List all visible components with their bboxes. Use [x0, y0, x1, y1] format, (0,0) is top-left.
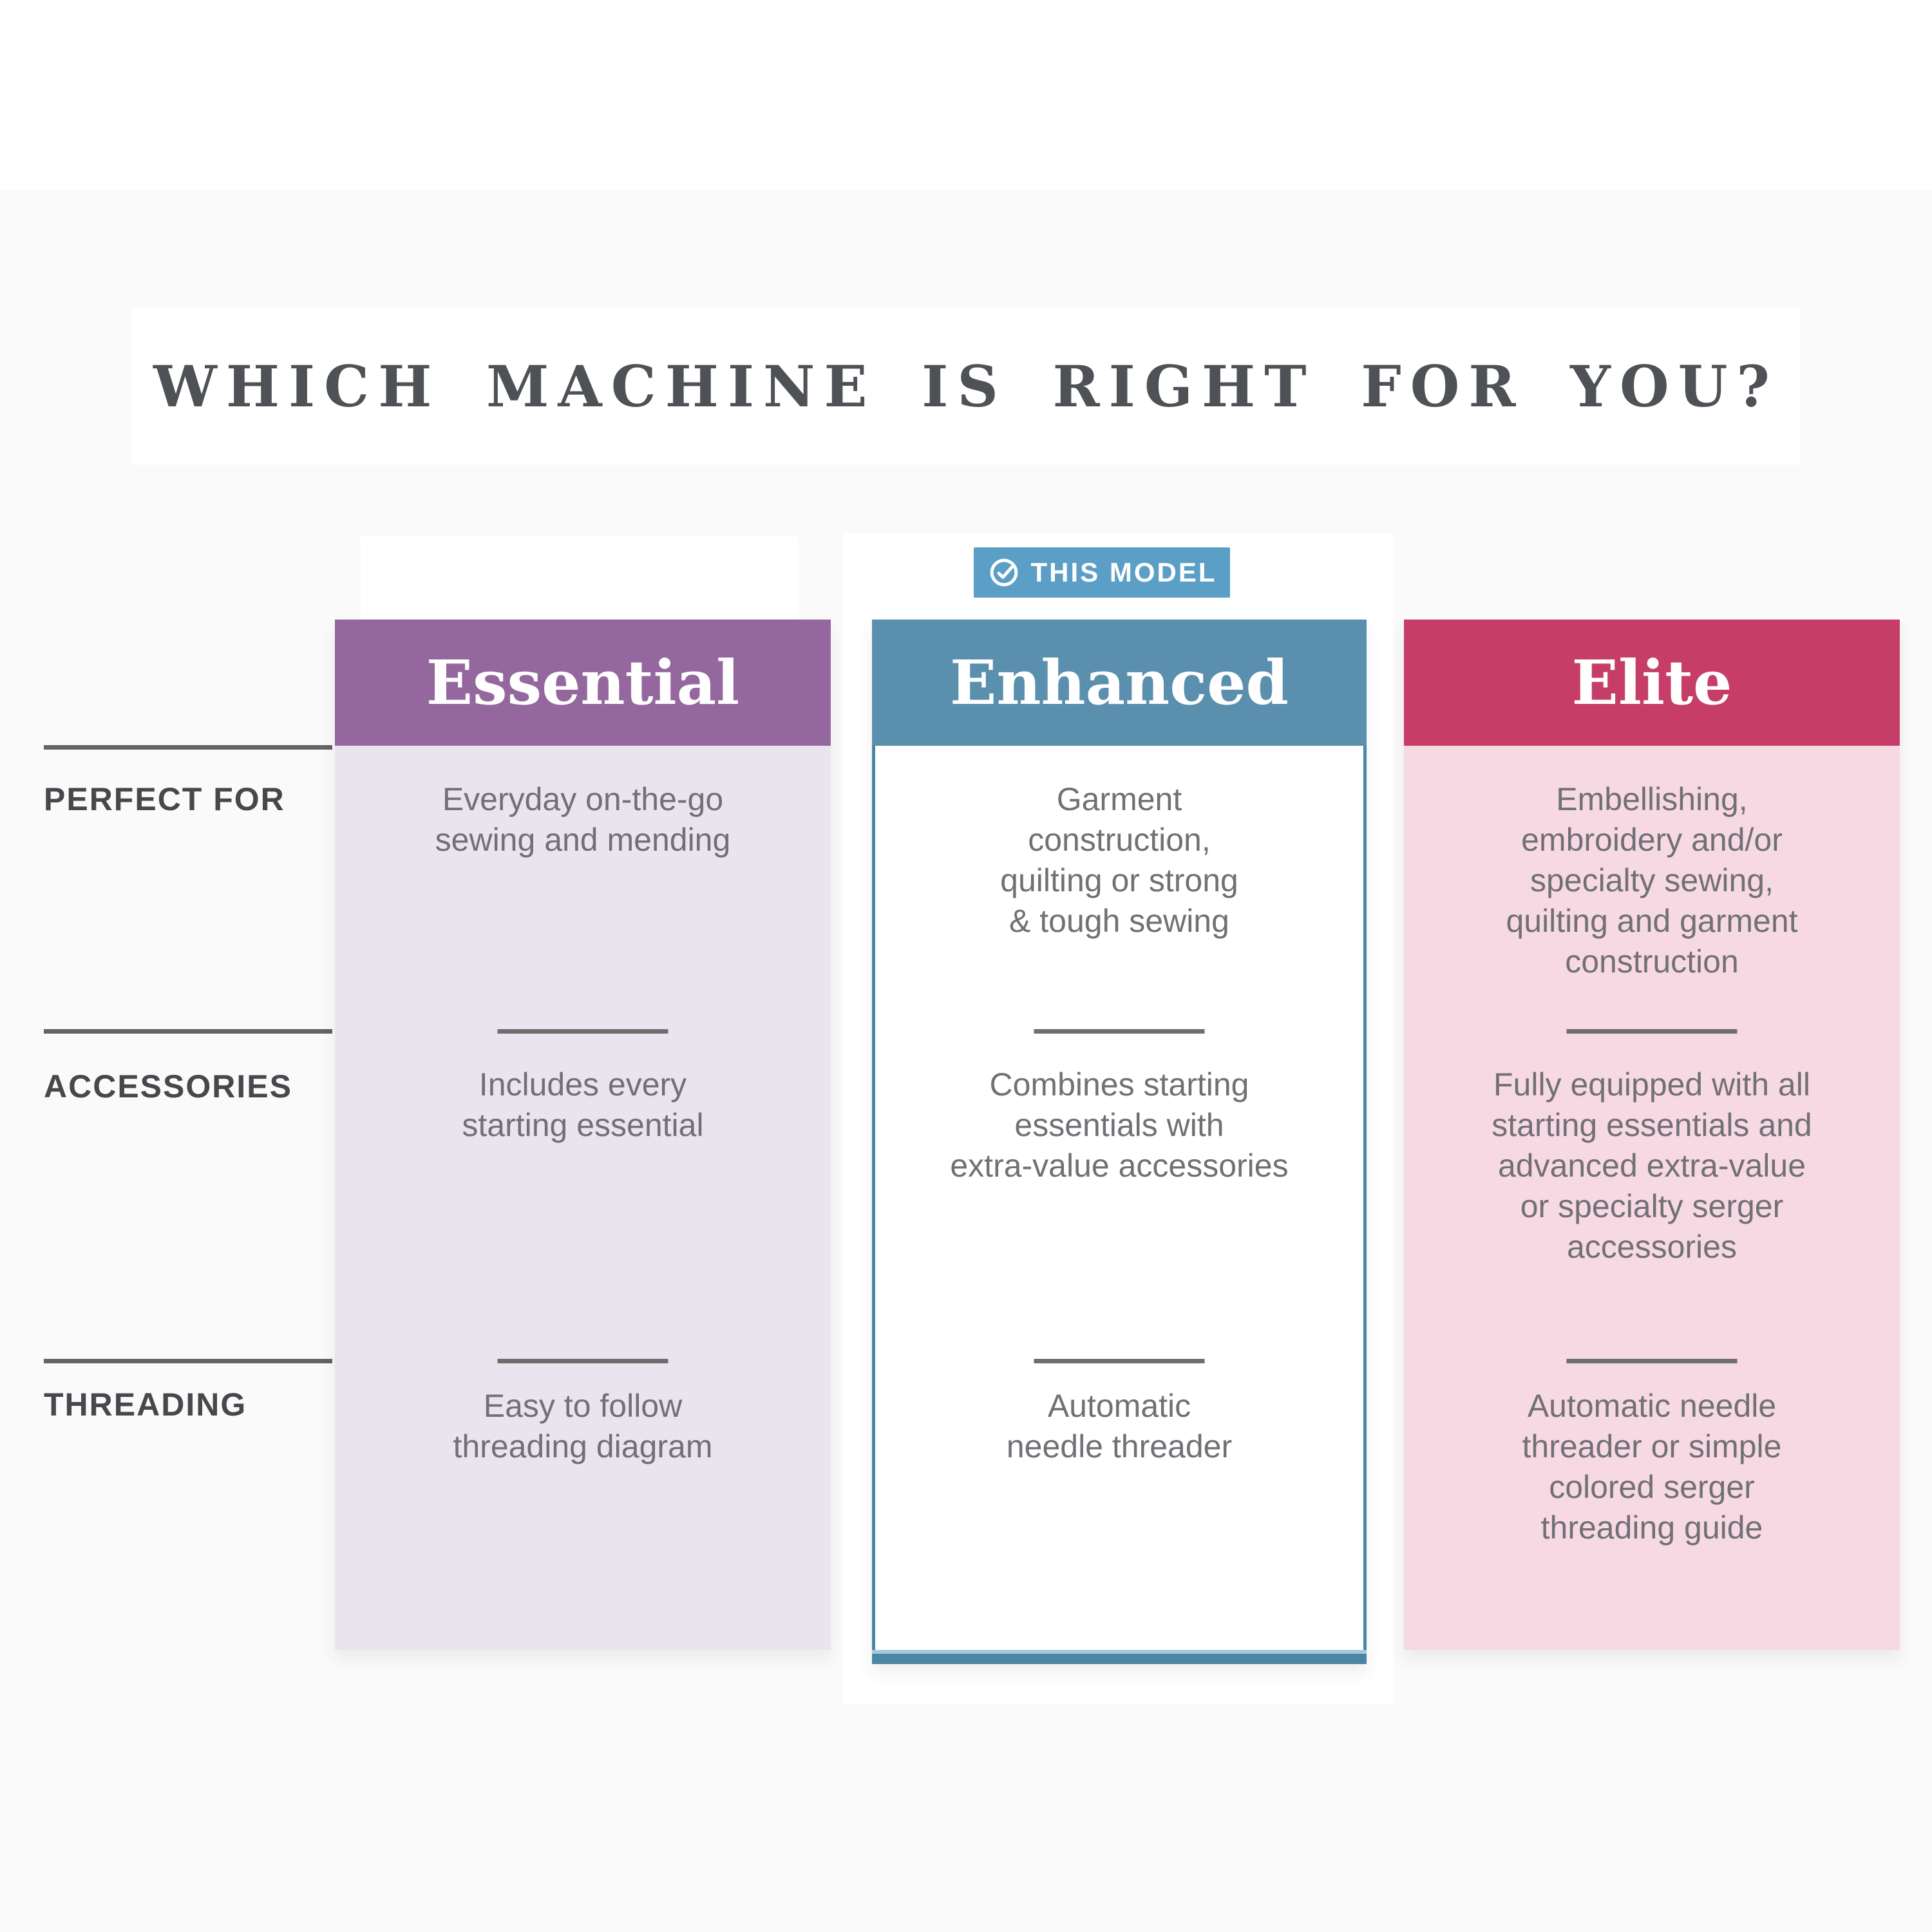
- elite-threading-divider: [1566, 1359, 1738, 1363]
- row-line-threading: [44, 1359, 332, 1363]
- column-essential-title: Essential: [426, 647, 740, 719]
- enhanced-accessories-text: Combines starting essentials with extra-…: [950, 1066, 1289, 1184]
- essential-threading-text: Easy to follow threading diagram: [453, 1388, 713, 1464]
- column-essential: Essential Everyday on-the-go sewing and …: [335, 620, 831, 1650]
- enhanced-accessories-divider: [1034, 1029, 1205, 1034]
- essential-column-backdrop: [361, 536, 799, 620]
- column-enhanced-title: Enhanced: [950, 647, 1289, 719]
- check-circle-icon: [990, 558, 1018, 587]
- this-model-badge: THIS MODEL: [974, 547, 1230, 598]
- column-enhanced: Enhanced Garment construction, quilting …: [872, 620, 1367, 1664]
- column-essential-body: Everyday on-the-go sewing and mending In…: [335, 746, 831, 1650]
- elite-accessories-divider: [1566, 1029, 1738, 1034]
- enhanced-bottom-accent-light: [872, 1650, 1367, 1654]
- row-label-accessories: ACCESSORIES: [44, 1068, 292, 1104]
- elite-threading-text: Automatic needle threader or simple colo…: [1522, 1388, 1782, 1546]
- column-elite: Elite Embellishing, embroidery and/or sp…: [1404, 620, 1900, 1650]
- title-band: WHICH MACHINE IS RIGHT FOR YOU?: [132, 308, 1800, 465]
- column-essential-header: Essential: [335, 620, 831, 746]
- elite-perfect-for-text: Embellishing, embroidery and/or specialt…: [1506, 781, 1798, 980]
- row-line-perfect-for: [44, 745, 332, 750]
- enhanced-perfect-for-text: Garment construction, quilting or strong…: [1000, 781, 1238, 939]
- enhanced-bottom-accent-bar: [872, 1654, 1367, 1664]
- essential-threading-divider: [497, 1359, 668, 1363]
- elite-accessories-text: Fully equipped with all starting essenti…: [1492, 1066, 1812, 1265]
- enhanced-threading-text: Automatic needle threader: [1006, 1388, 1233, 1464]
- row-line-accessories: [44, 1029, 332, 1034]
- page-title: WHICH MACHINE IS RIGHT FOR YOU?: [153, 353, 1779, 420]
- essential-perfect-for-text: Everyday on-the-go sewing and mending: [435, 781, 731, 858]
- enhanced-threading-divider: [1034, 1359, 1205, 1363]
- column-elite-header: Elite: [1404, 620, 1900, 746]
- this-model-label: THIS MODEL: [1030, 557, 1217, 587]
- essential-accessories-divider: [497, 1029, 668, 1034]
- column-enhanced-body: Garment construction, quilting or strong…: [872, 746, 1367, 1650]
- column-elite-title: Elite: [1571, 647, 1732, 719]
- essential-accessories-text: Includes every starting essential: [462, 1066, 704, 1143]
- row-label-perfect-for: PERFECT FOR: [44, 781, 285, 817]
- column-enhanced-header: Enhanced: [872, 620, 1367, 746]
- row-label-threading: THREADING: [44, 1387, 247, 1423]
- column-elite-body: Embellishing, embroidery and/or specialt…: [1404, 746, 1900, 1650]
